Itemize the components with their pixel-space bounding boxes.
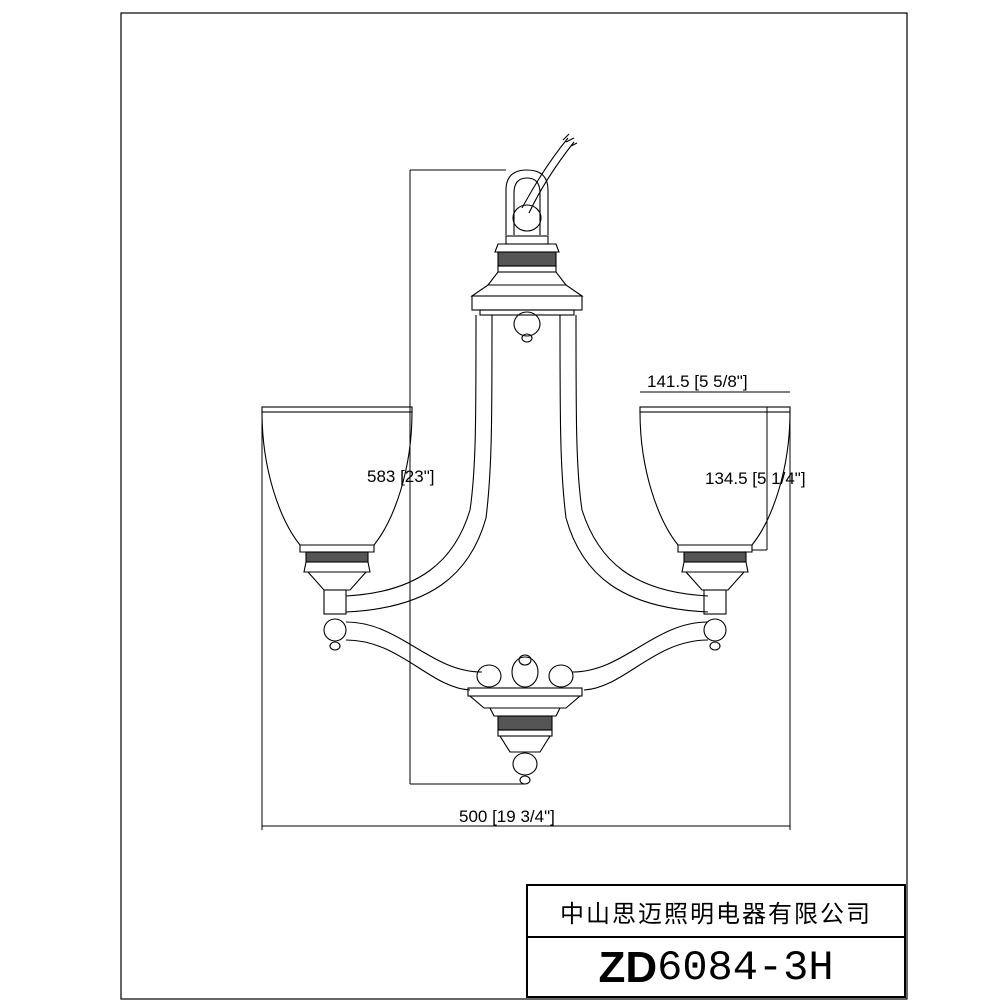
shade-width-label: 141.5 [5 5/8"] xyxy=(647,372,748,391)
arm-right-upper xyxy=(581,509,709,597)
dimension-lines xyxy=(261,169,791,830)
hanging-loop xyxy=(505,169,549,235)
arm-left-upper xyxy=(345,509,471,597)
model-code: 6084-3H xyxy=(657,944,834,992)
power-wire xyxy=(521,133,578,214)
sheet-border xyxy=(120,12,908,1000)
top-canopy xyxy=(470,235,584,343)
shade-height-label: 134.5 [5 1/4"] xyxy=(705,469,806,488)
loop-ball xyxy=(512,204,542,232)
frame-post-right xyxy=(559,314,567,519)
arm-left-lower xyxy=(345,621,483,673)
left-shade xyxy=(261,406,413,651)
height-dimension-label: 583 [23"] xyxy=(367,467,434,486)
model-prefix: ZD xyxy=(598,943,658,992)
chandelier-drawing xyxy=(261,133,791,785)
bottom-finial xyxy=(467,654,583,785)
arm-right-lower xyxy=(571,621,709,673)
frame-post-left xyxy=(469,314,477,511)
right-shade xyxy=(639,406,791,651)
company-name: 中山思迈照明电器有限公司 xyxy=(528,886,904,938)
width-dimension-label: 500 [19 3/4"] xyxy=(459,807,555,826)
